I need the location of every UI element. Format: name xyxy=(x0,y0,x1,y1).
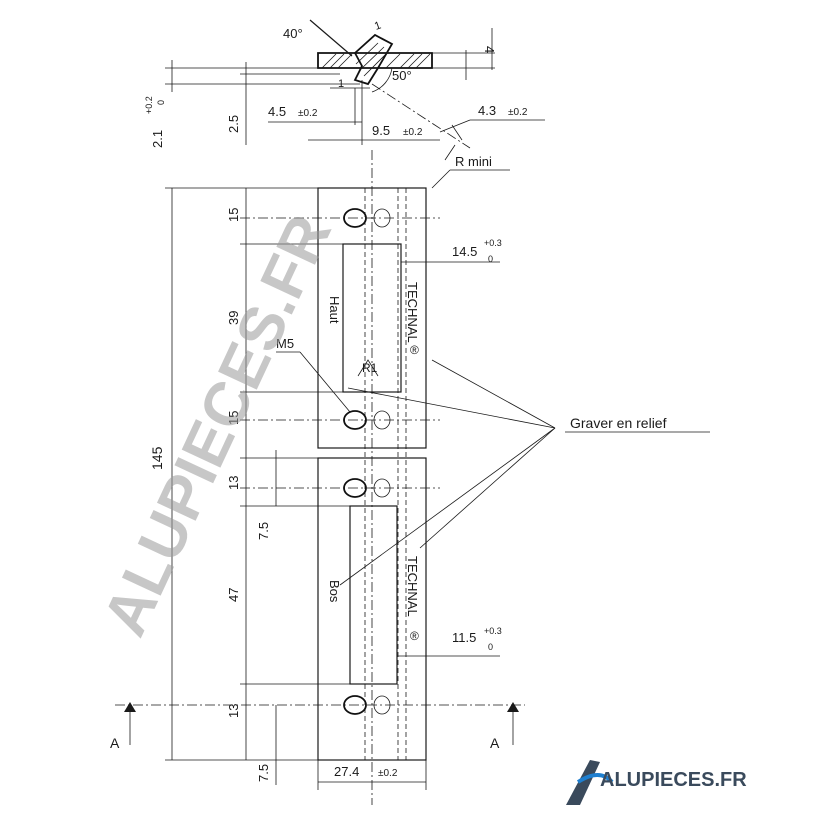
watermark-text: ALUPIECES.FR xyxy=(90,205,345,646)
dim-15-top-label: 15 xyxy=(226,208,241,222)
dim-145-label: 145 xyxy=(149,446,165,470)
upper-plate xyxy=(317,187,427,449)
dim-13-top-label: 13 xyxy=(226,476,241,490)
dim-7-5-top-label: 7.5 xyxy=(256,522,271,540)
axis-guide-50 xyxy=(371,83,471,149)
registered-upper: ® xyxy=(410,343,419,357)
section-a-right: A xyxy=(490,735,500,751)
dim-11-5-label: 11.5 xyxy=(452,630,476,645)
thread-m5-label: M5 xyxy=(276,336,294,351)
angle-40-label: 40° xyxy=(283,26,303,41)
dim-2-1-label: 2.1 xyxy=(150,130,165,148)
dim-27-4-label: 27.4 xyxy=(334,764,359,779)
dim-7-5-bottom-label: 7.5 xyxy=(256,764,271,782)
lower-window xyxy=(349,505,398,685)
logo-mark xyxy=(566,760,600,805)
logo-text: ALUPIECES.FR xyxy=(600,769,747,791)
watermark: ALUPIECES.FR xyxy=(90,205,345,646)
dim-14-5-label: 14.5 xyxy=(452,244,477,259)
dim-13-bottom-label: 13 xyxy=(226,704,241,718)
dim-2-1-tol-minus: 0 xyxy=(156,100,166,105)
r-mini-label: R mini xyxy=(455,154,492,169)
dim-1-label: 1 xyxy=(338,78,344,90)
section-insert xyxy=(353,33,394,86)
label-haut: Haut xyxy=(327,296,342,324)
dim-4-5-label: 4.5 xyxy=(268,104,286,119)
registered-lower: ® xyxy=(410,629,419,643)
dim-2-1-tol-plus: +0.2 xyxy=(144,96,154,114)
section-insert-hatch xyxy=(355,42,389,77)
section-a-left: A xyxy=(110,735,120,751)
dim-11-5-tol-plus: +0.3 xyxy=(484,626,502,636)
dim-2-5-label: 2.5 xyxy=(226,115,241,133)
dim-27-4-tol: ±0.2 xyxy=(378,768,398,779)
r-mini-tick xyxy=(444,144,456,161)
dim-14-5-tol-plus: +0.3 xyxy=(484,238,502,248)
section-mark-left-arrow xyxy=(124,702,136,712)
angle-guide-40 xyxy=(309,19,353,57)
dim-14-5-tol-minus: 0 xyxy=(488,254,493,264)
dim-11-5-tol-minus: 0 xyxy=(488,642,493,652)
r1-mark xyxy=(357,359,379,377)
dim-39-label: 39 xyxy=(226,311,241,325)
radius-r1-label: R1 xyxy=(362,361,378,375)
lower-plate xyxy=(317,457,427,761)
dim-47-label: 47 xyxy=(226,588,241,602)
dim-9-5-label: 9.5 xyxy=(372,123,390,138)
leader-engrave-4 xyxy=(339,427,556,586)
dim-4-label: 4 xyxy=(482,46,497,53)
brand-lower: TECHNAL xyxy=(405,556,420,617)
dim-4-5-tol: ±0.2 xyxy=(298,108,318,119)
dim-1-top-label: 1 xyxy=(373,19,383,32)
dim-4-3-tol: ±0.2 xyxy=(508,107,528,118)
dim-line-4-3 xyxy=(439,119,471,133)
dim-tick-4-3 xyxy=(451,124,463,141)
angle-arc-50 xyxy=(371,67,393,93)
angle-50-label: 50° xyxy=(392,68,412,83)
logo: ALUPIECES.FR xyxy=(566,760,747,805)
dim-9-5-tol: ±0.2 xyxy=(403,127,423,138)
logo-swoosh xyxy=(576,773,614,784)
plan-view: 145 15 39 15 13 7.5 47 13 7.5 14.5 +0.3 … xyxy=(110,150,710,805)
label-bos: Bos xyxy=(327,580,342,603)
section-hatch xyxy=(321,53,431,69)
r-mini-leader xyxy=(431,169,451,189)
leader-engrave-3 xyxy=(419,427,556,549)
dim-15-mid-label: 15 xyxy=(226,411,241,425)
section-mark-right-arrow xyxy=(507,702,519,712)
m5-leader xyxy=(299,351,351,413)
leader-engrave-2 xyxy=(347,387,556,429)
upper-window xyxy=(342,243,402,393)
leader-engrave-1 xyxy=(431,359,556,429)
brand-upper: TECHNAL xyxy=(405,282,420,343)
section-view: 40° 50° 1 1 4 2.1 +0.2 0 2.5 4.5 ±0.2 9.… xyxy=(144,19,545,189)
engrave-note: Graver en relief xyxy=(570,415,667,431)
dim-4-3-label: 4.3 xyxy=(478,103,496,118)
